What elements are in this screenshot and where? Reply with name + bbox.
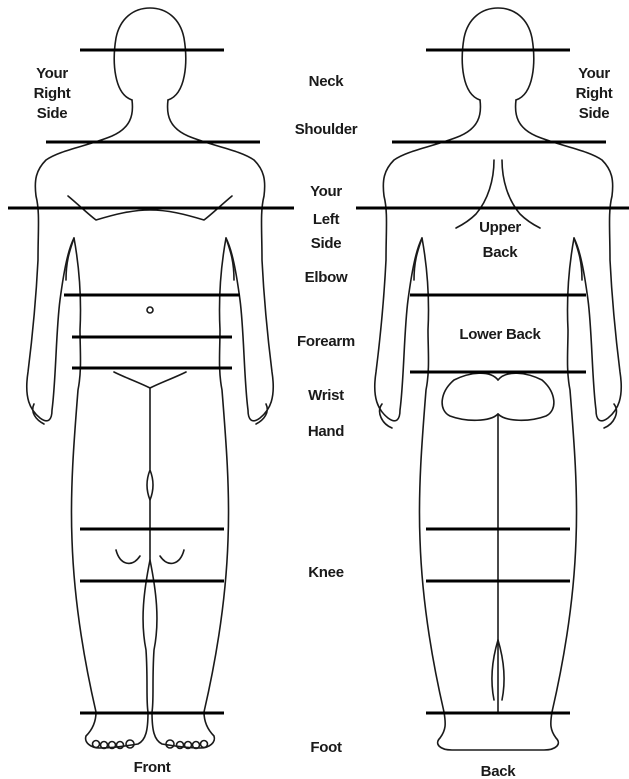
- label-front-view: Front: [134, 758, 171, 778]
- front-your-right-side-line2: Right: [34, 84, 71, 104]
- label-lower-back: Lower Back: [459, 325, 540, 345]
- front-left-contour: [27, 100, 133, 712]
- label-back-view: Back: [481, 762, 516, 779]
- label-upper-back-line1: Upper: [479, 218, 521, 238]
- back-your-right-side-line3: Side: [579, 104, 609, 124]
- your-left-side-line1: Your: [310, 182, 342, 202]
- label-upper-back-line2: Back: [483, 243, 518, 263]
- back-left-contour: [375, 100, 481, 712]
- label-hand: Hand: [308, 422, 344, 442]
- label-knee: Knee: [308, 563, 343, 583]
- your-left-side-line2: Left: [313, 210, 339, 230]
- back-your-right-side-line2: Right: [576, 84, 613, 104]
- front-right-contour: [168, 100, 274, 712]
- label-wrist: Wrist: [308, 386, 344, 406]
- back-head: [462, 8, 533, 100]
- label-foot: Foot: [310, 738, 341, 758]
- your-left-side-line3: Side: [311, 234, 341, 254]
- label-shoulder: Shoulder: [295, 120, 358, 140]
- front-head: [114, 8, 185, 100]
- back-right-contour: [516, 100, 622, 712]
- back-your-right-side-line1: Your: [578, 64, 610, 84]
- label-forearm: Forearm: [297, 332, 355, 352]
- label-neck: Neck: [309, 72, 344, 92]
- label-elbow: Elbow: [305, 268, 348, 288]
- front-your-right-side-line3: Side: [37, 104, 67, 124]
- front-your-right-side-line1: Your: [36, 64, 68, 84]
